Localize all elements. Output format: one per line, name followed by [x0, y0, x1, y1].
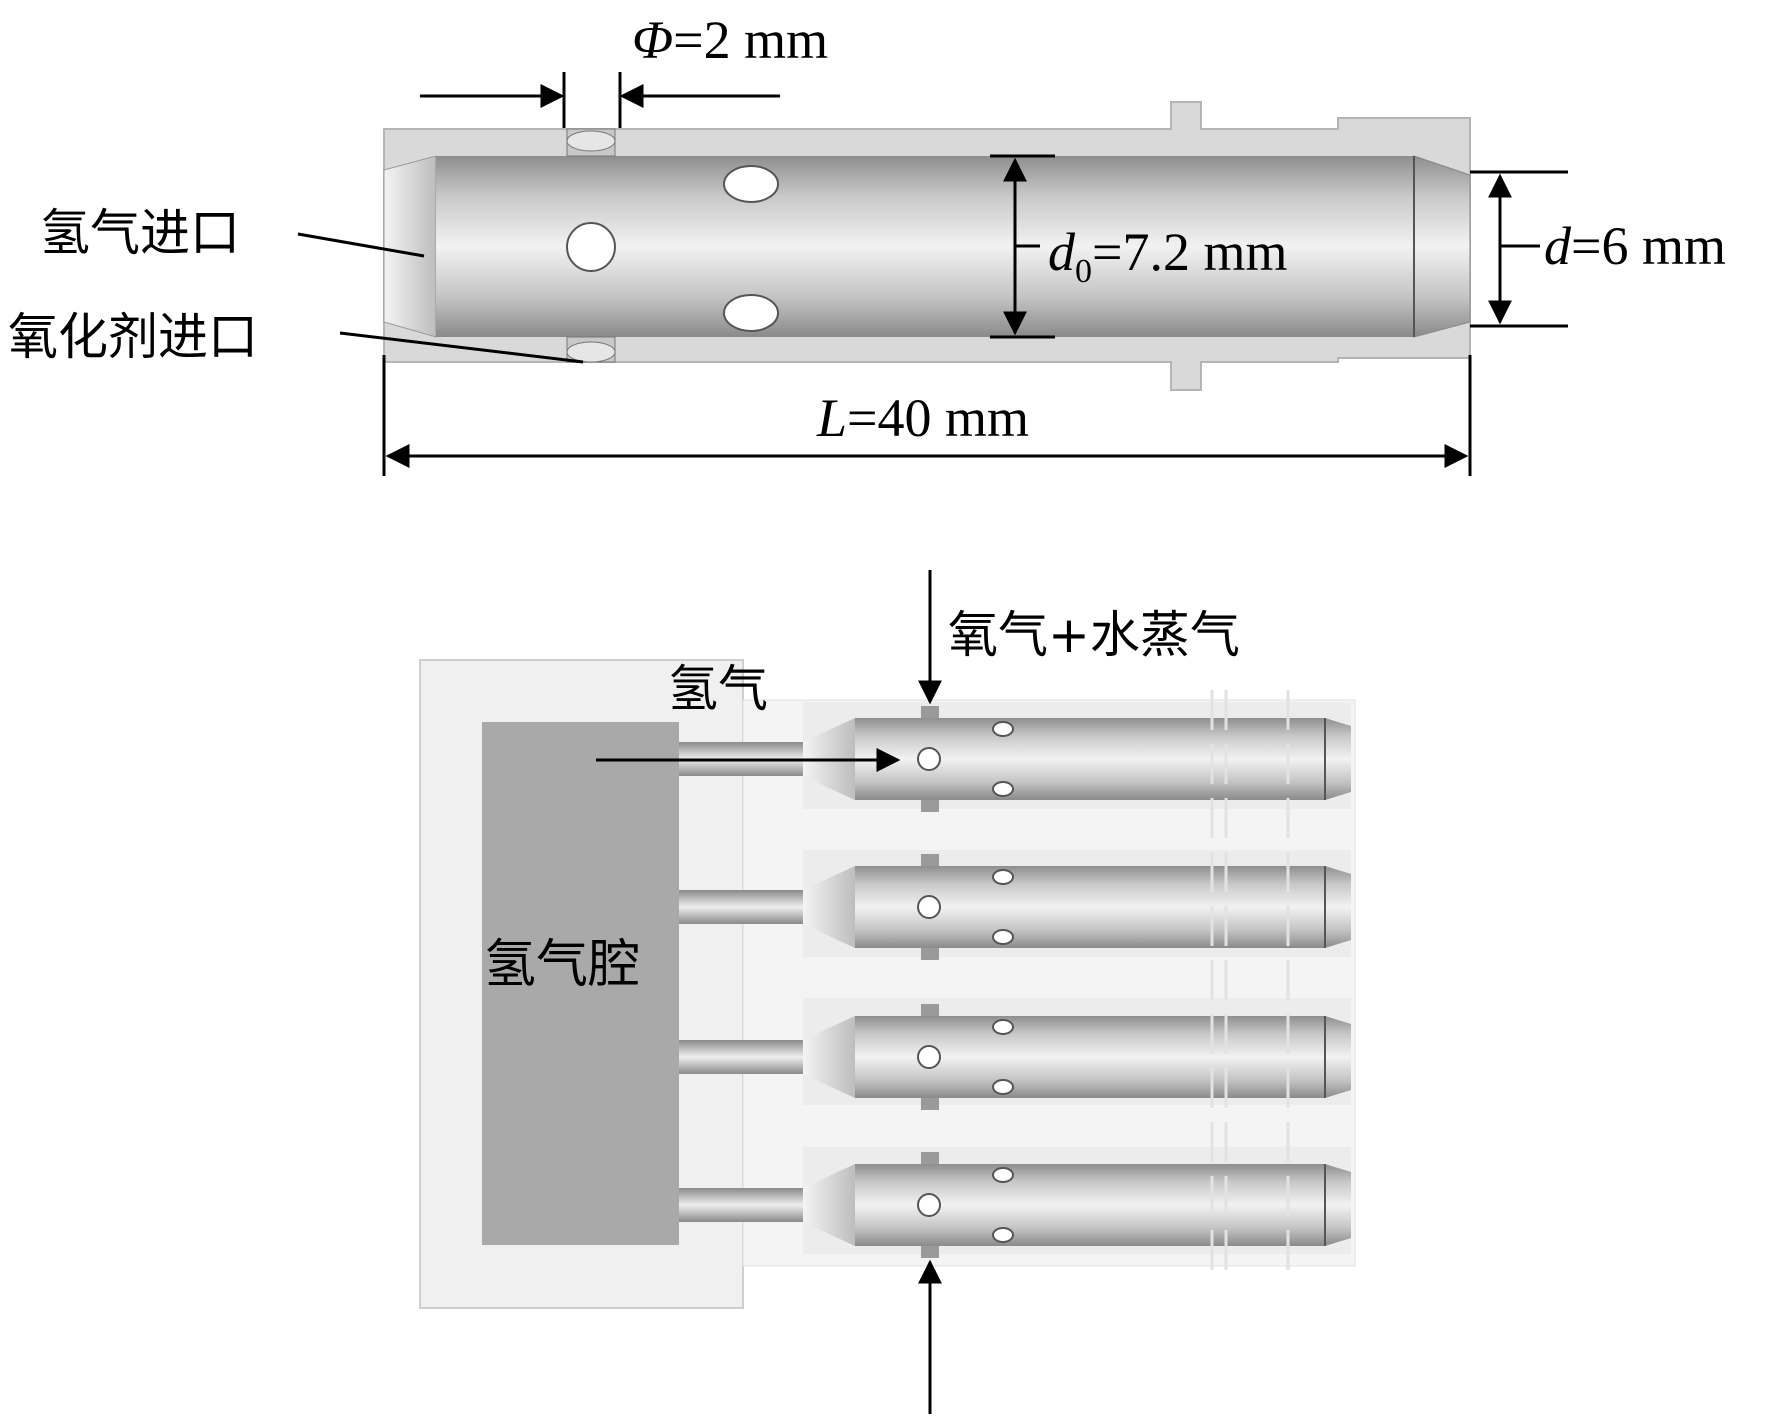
d-label: d=6 mm	[1544, 216, 1726, 276]
injector-3-cone	[803, 1016, 855, 1098]
injector-2-hole-upper	[992, 869, 1014, 885]
injector-2-port-bottom	[921, 948, 939, 960]
hydrogen-chamber-label: 氢气腔	[484, 935, 640, 995]
injector-3-port-bottom	[921, 1098, 939, 1110]
phi-value: =2 mm	[673, 10, 828, 70]
injector-3-tip	[1325, 1016, 1351, 1098]
d0-subscript: 0	[1075, 253, 1092, 290]
injector-4-port-top	[921, 1152, 939, 1164]
phi-label: Φ=2 mm	[632, 10, 828, 70]
injector-1-port-top	[921, 706, 939, 718]
injector-3-port-top	[921, 1004, 939, 1016]
bottom-view: 氢气腔	[419, 570, 1356, 1414]
oxidizer-inlet-hole-bottom-rim	[566, 341, 616, 363]
injector-1-tip	[1325, 718, 1351, 800]
side-hole-upper	[723, 165, 779, 203]
oxidizer-inlet-label: 氧化剂进口	[8, 308, 258, 366]
hydrogen-inlet-label: 氢气进口	[40, 204, 240, 262]
injector-4-feed-pipe	[679, 1188, 805, 1222]
injector-1-hole-upper	[992, 721, 1014, 737]
injector-1-hole-lower	[992, 781, 1014, 797]
d-symbol: d	[1544, 216, 1572, 276]
injector-3-hole-upper	[992, 1019, 1014, 1035]
oxidizer-inlet-hole-top-rim	[566, 130, 616, 152]
side-hole-center	[566, 222, 616, 272]
d-value: =6 mm	[1571, 216, 1726, 276]
injector-2-cone	[803, 866, 855, 948]
injector-2-tip	[1325, 866, 1351, 948]
L-value: =40 mm	[847, 388, 1029, 448]
d0-value: =7.2 mm	[1092, 222, 1287, 282]
injector-3-feed-pipe	[679, 1040, 805, 1074]
injector-unit-4	[679, 1147, 1351, 1258]
oxygen-steam-label: 氧气+水蒸气	[948, 606, 1240, 664]
injector-4-hole-lower	[992, 1227, 1014, 1243]
injector-4-hole-upper	[992, 1167, 1014, 1183]
hydrogen-inlet-leader	[297, 232, 425, 258]
hydrogen-chamber	[482, 722, 679, 1245]
side-hole-lower	[723, 294, 779, 332]
injector-4-cone	[803, 1164, 855, 1246]
oxidizer-inlet-leader	[339, 331, 584, 364]
injector-3-side-hole	[917, 1045, 941, 1069]
top-view: Φ=2 mm d0=7.2 mm d=6 mm L=40 mm 氢气进口 氧化剂	[8, 10, 1726, 476]
d0-label: d0=7.2 mm	[1048, 222, 1287, 290]
injector-4-side-hole	[917, 1193, 941, 1217]
d0-symbol: d	[1048, 222, 1076, 282]
injector-3-hole-lower	[992, 1079, 1014, 1095]
hydrogen-inlet-cone	[383, 155, 437, 338]
injector-1-side-hole	[917, 747, 941, 771]
hydrogen-label: 氢气	[668, 660, 768, 718]
injector-4-port-bottom	[921, 1246, 939, 1258]
injector-2-side-hole	[917, 895, 941, 919]
injector-1-port-bottom	[921, 800, 939, 812]
exit-taper	[1413, 155, 1471, 338]
phi-symbol: Φ	[632, 10, 673, 70]
injector-unit-1	[679, 702, 1351, 812]
injector-2-hole-lower	[992, 929, 1014, 945]
injector-4-tip	[1325, 1164, 1351, 1246]
injector-unit-2	[679, 850, 1351, 960]
injector-2-port-top	[921, 854, 939, 866]
injector-unit-3	[679, 998, 1351, 1110]
injector-2-feed-pipe	[679, 890, 805, 924]
L-symbol: L	[816, 388, 847, 448]
L-label: L=40 mm	[816, 388, 1029, 448]
